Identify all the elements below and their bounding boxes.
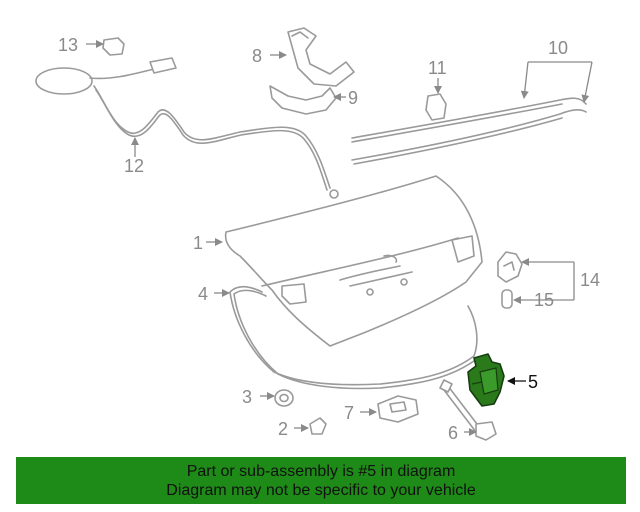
callout-13: 13 [58, 35, 78, 55]
callout-labels: 13 8 9 11 10 12 1 4 14 15 5 3 7 2 6 [58, 35, 600, 443]
info-banner: Part or sub-assembly is #5 in diagram Di… [16, 457, 626, 504]
callout-14: 14 [580, 270, 600, 290]
callout-6: 6 [448, 423, 458, 443]
part-15-clip [501, 289, 574, 309]
callout-9: 9 [348, 88, 358, 108]
part-8-bracket [270, 27, 355, 87]
callout-5: 5 [528, 372, 538, 392]
part-13-clip [86, 37, 125, 56]
part-1-trunk-lid [206, 175, 483, 347]
part-10-torsion-bars [351, 61, 593, 165]
part-5-lock-assembly [467, 353, 526, 407]
part-6-rod [439, 379, 497, 441]
callout-8: 8 [252, 46, 262, 66]
part-2-cap [294, 417, 327, 435]
callout-10: 10 [548, 38, 568, 58]
banner-line-2: Diagram may not be specific to your vehi… [166, 481, 476, 499]
callout-12: 12 [124, 156, 144, 176]
callout-2: 2 [278, 419, 288, 439]
part-11-bushing [425, 78, 447, 121]
callout-7: 7 [344, 403, 354, 423]
callout-3: 3 [242, 387, 252, 407]
part-4-weatherstrip [214, 285, 479, 390]
parts-diagram: 13 8 9 11 10 12 1 4 14 15 5 3 7 2 6 [35, 27, 600, 443]
banner-line-1: Part or sub-assembly is #5 in diagram [186, 462, 456, 480]
callout-4: 4 [198, 284, 208, 304]
callout-11: 11 [428, 58, 447, 78]
part-3-grommet [260, 389, 294, 407]
part-7-switch [360, 395, 419, 423]
part-14-striker [497, 251, 575, 300]
callout-15: 15 [534, 290, 554, 310]
part-9-bracket [269, 85, 346, 115]
part-12-cable [35, 57, 339, 199]
callout-1: 1 [193, 233, 203, 253]
